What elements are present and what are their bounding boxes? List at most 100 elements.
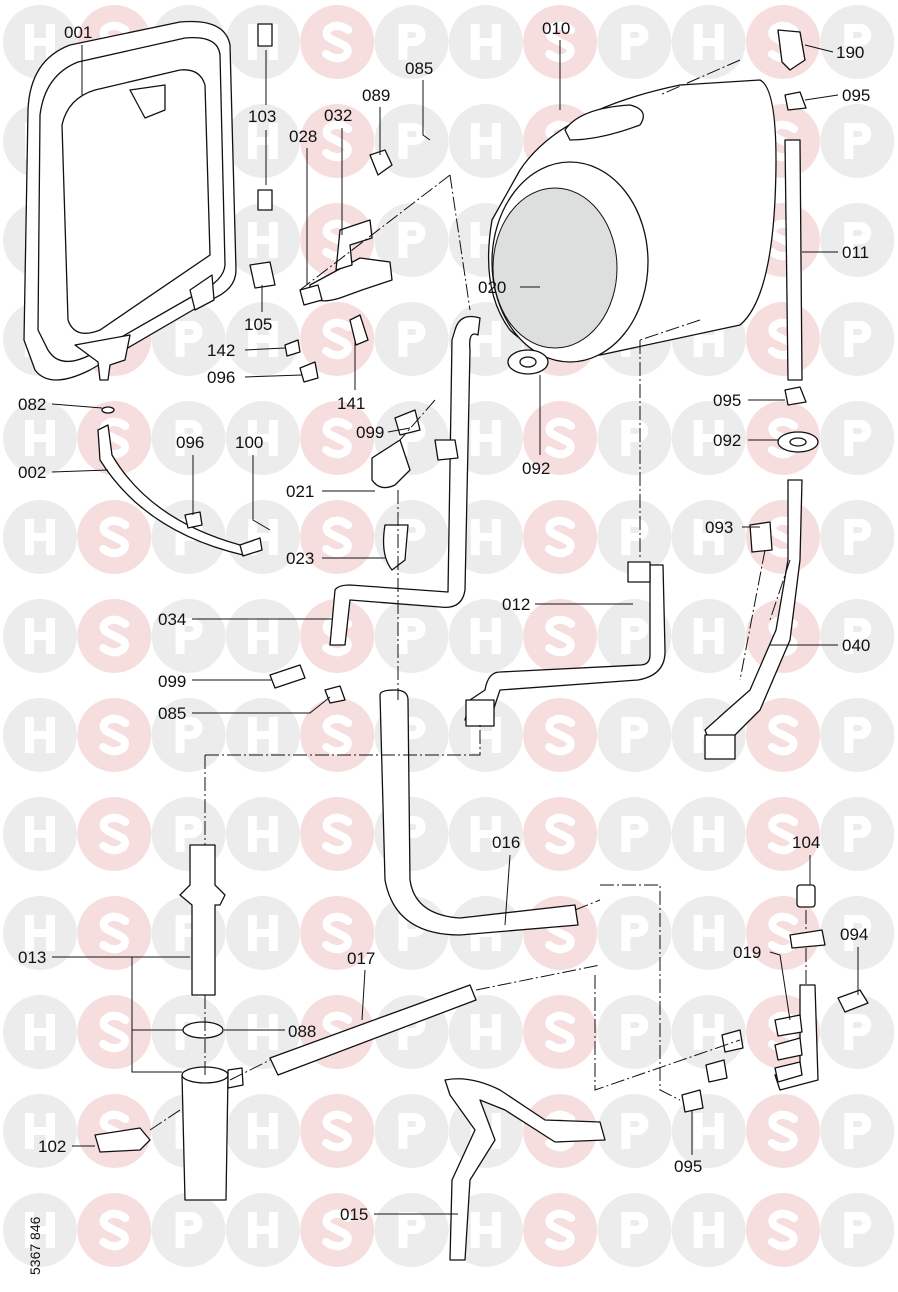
label-011: 011	[842, 243, 869, 262]
watermark-glyph-p	[175, 618, 203, 654]
watermark-glyph-h	[25, 1212, 55, 1248]
watermark-glyph-s	[322, 21, 353, 63]
label-095b: 095	[713, 391, 741, 410]
watermark-glyph-s	[322, 813, 353, 855]
watermark-glyph-p	[621, 717, 649, 753]
watermark-glyph-p	[621, 1014, 649, 1050]
watermark-glyph-h	[693, 915, 724, 951]
watermark-glyph-p	[844, 618, 872, 654]
watermark-glyph-p	[621, 618, 649, 654]
watermark-glyph-s	[322, 1110, 353, 1152]
watermark-glyph-h	[25, 420, 55, 456]
watermark-glyph-s	[322, 912, 353, 954]
label-102: 102	[38, 1137, 66, 1156]
watermark-glyph-s	[545, 516, 576, 558]
watermark-glyph-s	[768, 516, 798, 558]
label-028: 028	[289, 127, 317, 146]
label-020: 020	[478, 278, 506, 297]
watermark-glyph-p	[398, 123, 426, 159]
watermark-glyph-p	[398, 24, 426, 60]
watermark-glyph-h	[693, 420, 724, 456]
watermark-glyph-h	[470, 123, 501, 159]
watermark-glyph-s	[768, 813, 798, 855]
watermark-glyph-h	[470, 618, 501, 654]
label-095: 095	[842, 86, 870, 105]
watermark-glyph-h	[25, 1014, 55, 1050]
watermark-glyph-p	[844, 420, 872, 456]
watermark-glyph-h	[25, 24, 55, 60]
watermark-glyph-h	[693, 816, 724, 852]
watermark-glyph-p	[844, 717, 872, 753]
watermark-glyph-p	[621, 519, 649, 555]
watermark-glyph-s	[322, 120, 353, 162]
watermark-glyph-h	[693, 1113, 724, 1149]
label-099b: 099	[158, 672, 186, 691]
label-190: 190	[836, 43, 864, 62]
watermark-glyph-p	[844, 1014, 872, 1050]
watermark-glyph-s	[545, 417, 576, 459]
label-013: 013	[18, 948, 46, 967]
label-142: 142	[207, 341, 235, 360]
watermark-glyph-p	[844, 24, 872, 60]
label-017: 017	[347, 949, 375, 968]
label-023: 023	[286, 549, 314, 568]
label-094: 094	[840, 925, 868, 944]
watermark-glyph-h	[470, 24, 501, 60]
watermark-glyph-p	[844, 1113, 872, 1149]
label-019: 019	[733, 943, 761, 962]
part-labels: 001 103 085 089 032 028 010 190 095 011 …	[18, 19, 870, 1275]
watermark-glyph-h	[470, 519, 501, 555]
watermark-glyph-s	[322, 1209, 353, 1251]
watermark-glyph-s	[99, 615, 130, 657]
watermark-glyph-p	[398, 222, 426, 258]
watermark-glyph-h	[25, 717, 55, 753]
label-001: 001	[64, 23, 92, 42]
watermark-glyph-h	[247, 915, 278, 951]
part-pipes-group	[94, 29, 869, 1261]
label-092b: 092	[713, 431, 741, 450]
watermark-glyph-p	[621, 1113, 649, 1149]
watermark-glyph-h	[247, 618, 278, 654]
watermark-glyph-p	[621, 915, 649, 951]
label-089: 089	[362, 86, 390, 105]
watermark-glyph-p	[175, 816, 203, 852]
watermark-glyph-s	[545, 714, 576, 756]
assembly-lines	[149, 59, 807, 1131]
watermark-glyph-s	[99, 417, 130, 459]
label-002: 002	[18, 463, 46, 482]
watermark-glyph-h	[693, 24, 724, 60]
watermark-glyph-h	[693, 1014, 724, 1050]
watermark-glyph-s	[322, 417, 353, 459]
watermark-glyph-h	[470, 1212, 501, 1248]
watermark-glyph-s	[99, 714, 130, 756]
watermark-glyph-h	[25, 816, 55, 852]
watermark-glyph-h	[693, 1212, 724, 1248]
watermark-glyph-p	[175, 420, 203, 456]
part-001-case-panel	[23, 20, 237, 381]
label-021: 021	[286, 482, 314, 501]
part-020-filter	[492, 187, 618, 349]
watermark-glyph-h	[247, 123, 278, 159]
watermark-glyph-p	[844, 321, 872, 357]
watermark-glyph-p	[621, 1212, 649, 1248]
watermark-glyph-h	[247, 816, 278, 852]
watermark-glyph-s	[768, 714, 798, 756]
watermark-glyph-h	[247, 1212, 278, 1248]
watermark-glyph-p	[398, 618, 426, 654]
watermark-glyph-h	[247, 420, 278, 456]
label-104: 104	[792, 833, 820, 852]
watermark-glyph-h	[247, 717, 278, 753]
watermark-glyph-s	[768, 912, 798, 954]
watermark-glyph-s	[768, 318, 798, 360]
label-040: 040	[842, 636, 870, 655]
watermark-glyph-s	[768, 1110, 798, 1152]
watermark-glyph-p	[844, 816, 872, 852]
label-092: 092	[522, 459, 550, 478]
drawing-number: 5367 846	[27, 1216, 43, 1275]
watermark-glyph-p	[844, 222, 872, 258]
watermark-glyph-s	[545, 1011, 576, 1053]
watermark-glyph-p	[621, 816, 649, 852]
watermark-glyph-s	[99, 813, 130, 855]
label-012: 012	[502, 595, 530, 614]
